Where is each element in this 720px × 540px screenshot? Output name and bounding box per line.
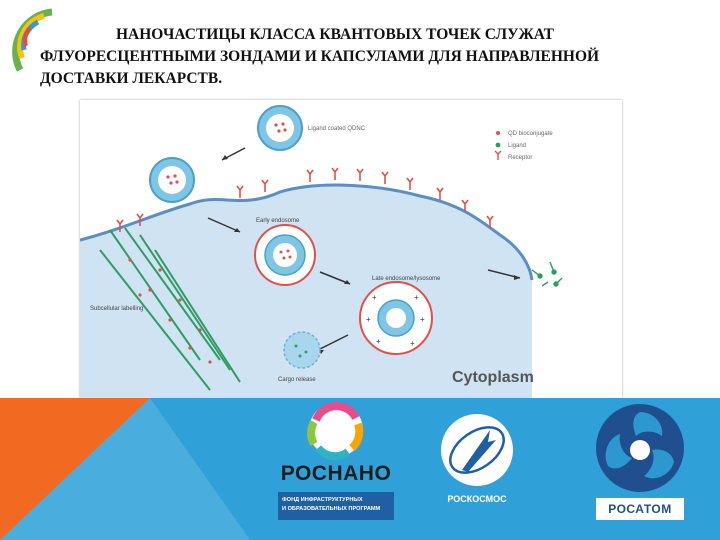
- rosnano-subtitle: ФОНД ИНФРАСТРУКТУРНЫХ И ОБРАЗОВАТЕЛЬНЫХ …: [282, 496, 392, 514]
- rosnano-name: РОСНАНО: [280, 462, 392, 485]
- label-subcellular: Subcellular labelling: [90, 306, 143, 312]
- cargo-release-capsule: [283, 331, 321, 369]
- legend-qd: QD bioconjugate: [508, 131, 553, 137]
- rosatom-name: РОСАТОМ: [596, 498, 684, 520]
- svg-text:+: +: [366, 315, 371, 324]
- roscosmos-emblem: [441, 414, 513, 486]
- label-early-endosome: Early endosome: [256, 218, 300, 224]
- rosnano-logo: РОСНАНО ФОНД ИНФРАСТРУКТУРНЫХ И ОБРАЗОВА…: [268, 400, 404, 522]
- label-late-endosome: Late endosome/lysosome: [372, 276, 441, 282]
- roscosmos-logo: РОСКОСМОС: [432, 408, 522, 508]
- rosatom-logo: РОСАТОМ: [592, 402, 688, 522]
- svg-text:+: +: [376, 337, 381, 346]
- released-ligands: [531, 261, 563, 287]
- svg-text:+: +: [410, 339, 415, 348]
- qd-nanocapsule-top: [257, 105, 303, 151]
- roscosmos-name: РОСКОСМОС: [447, 494, 507, 504]
- late-endosome: + + + + + +: [359, 281, 433, 355]
- rosnano-sub1: ФОНД ИНФРАСТРУКТУРНЫХ: [282, 497, 363, 503]
- label-cytoplasm: Cytoplasm: [452, 369, 534, 386]
- svg-text:+: +: [414, 293, 419, 302]
- label-cargo-release: Cargo release: [278, 377, 316, 383]
- legend-receptor: Receptor: [508, 155, 532, 161]
- early-endosome: [254, 224, 316, 286]
- arrow-4: [317, 334, 349, 351]
- qd-nanocapsule-binding: [149, 157, 195, 203]
- qd-uptake-figure: Ligand coated QDNC QD bioconjugate Ligan…: [80, 100, 622, 398]
- legend: QD bioconjugate Ligand Receptor: [494, 131, 553, 161]
- label-ligand-coated: Ligand coated QDNC: [308, 126, 366, 132]
- receptor-row: [116, 167, 494, 232]
- labelled-filaments: [99, 227, 241, 391]
- slide-title: НАНОЧАСТИЦЫ КЛАССА КВАНТОВЫХ ТОЧЕК СЛУЖА…: [40, 26, 600, 87]
- rosnano-emblem: [278, 402, 394, 520]
- decorative-arc: [12, 8, 53, 72]
- svg-text:+: +: [420, 315, 425, 324]
- legend-ligand: Ligand: [508, 143, 526, 149]
- rosatom-emblem: [596, 404, 684, 492]
- cell-membrane: [80, 183, 534, 281]
- qd-diagram: Ligand coated QDNC QD bioconjugate Ligan…: [80, 105, 563, 398]
- filament-qd-dots: [128, 258, 212, 364]
- svg-text:+: +: [372, 293, 377, 302]
- arrow-2: [207, 217, 241, 233]
- arrow-3: [319, 271, 351, 285]
- rosnano-sub2: И ОБРАЗОВАТЕЛЬНЫХ ПРОГРАММ: [282, 506, 381, 512]
